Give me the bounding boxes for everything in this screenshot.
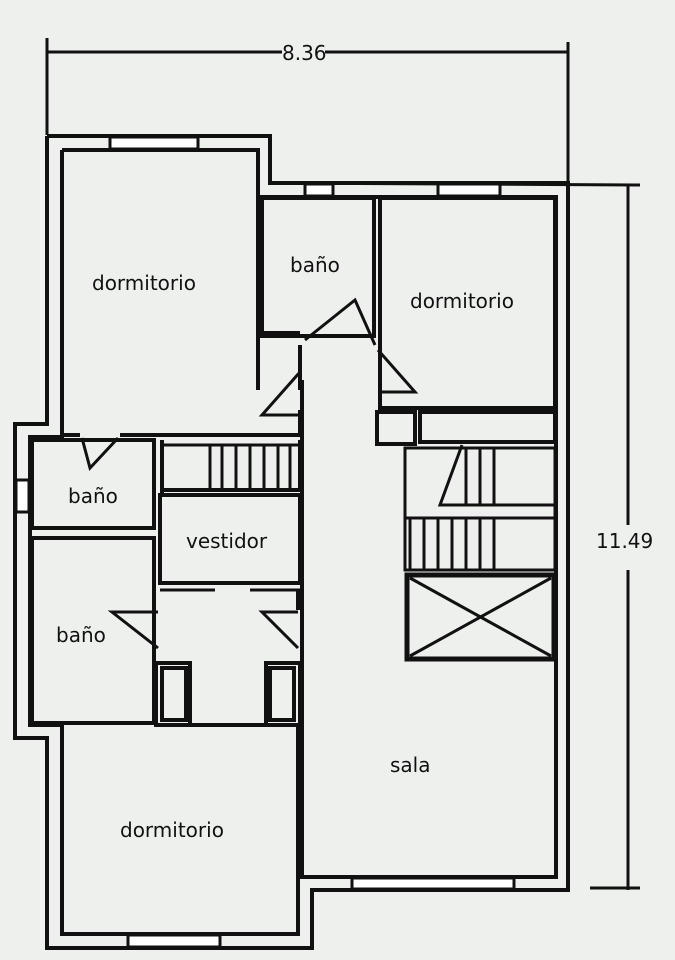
height-dimension-label: 11.49 <box>596 529 653 553</box>
room-label-dormitorio-top-right: dormitorio <box>410 289 514 313</box>
width-dimension-label: 8.36 <box>282 41 327 65</box>
stairs <box>162 443 557 572</box>
room-label-dormitorio-top-left: dormitorio <box>92 271 196 295</box>
room-label-bano-left-lower: baño <box>56 623 106 647</box>
room-label-bano-left-upper: baño <box>68 484 118 508</box>
windows <box>14 135 516 949</box>
room-label-bano-top-center: baño <box>290 253 340 277</box>
stair-void <box>404 572 557 662</box>
room-label-dormitorio-bottom-left: dormitorio <box>120 818 224 842</box>
dimension-lines <box>45 38 641 890</box>
room-label-vestidor: vestidor <box>186 529 268 553</box>
room-label-sala: sala <box>390 753 431 777</box>
door-swings <box>80 297 464 650</box>
